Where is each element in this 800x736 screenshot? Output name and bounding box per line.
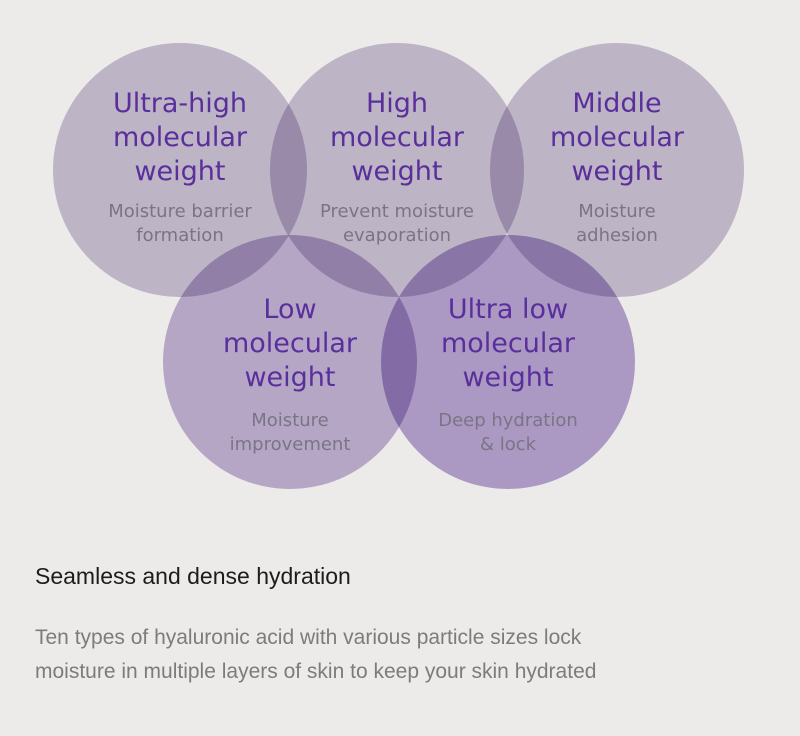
circle-description-line: Prevent moisture — [320, 201, 474, 222]
circle-title-line: Ultra low — [448, 294, 568, 325]
section-heading: Seamless and dense hydration — [35, 563, 351, 589]
circle-description-line: evaporation — [343, 225, 451, 246]
circle-title-line: Ultra-high — [113, 88, 247, 119]
circle-title-line: molecular — [330, 122, 465, 153]
circle-description-line: improvement — [230, 434, 351, 455]
circle-description-ultra-low: Deep hydration & lock — [438, 410, 578, 455]
circle-title-line: weight — [462, 362, 553, 393]
circle-title-line: weight — [351, 156, 442, 187]
circle-title-line: molecular — [113, 122, 248, 153]
circle-title-line: molecular — [550, 122, 685, 153]
circle-description-line: Moisture barrier — [108, 201, 252, 222]
circle-middle — [490, 43, 744, 297]
circle-description-middle: Moisture adhesion — [576, 201, 658, 246]
circle-layer — [53, 43, 744, 489]
description-line-2: moisture in multiple layers of skin to k… — [35, 659, 597, 683]
description-line-1: Ten types of hyaluronic acid with variou… — [35, 626, 582, 649]
circle-description-line: Moisture — [251, 410, 328, 431]
section-description: Ten types of hyaluronic acid with variou… — [35, 621, 775, 688]
circle-title-line: Middle — [572, 88, 661, 119]
circle-description-ultra-high: Moisture barrier formation — [108, 201, 252, 246]
circle-title-line: molecular — [223, 328, 358, 359]
circle-description-high: Prevent moisture evaporation — [320, 201, 474, 246]
circle-description-line: Deep hydration — [438, 410, 578, 431]
circle-ultra-high — [53, 43, 307, 297]
circle-title-line: molecular — [441, 328, 576, 359]
circle-title-line: Low — [263, 294, 316, 325]
circle-low — [163, 235, 417, 489]
circle-ultra-low — [381, 235, 635, 489]
circle-description-line: & lock — [480, 434, 537, 455]
circle-description-line: formation — [136, 225, 223, 246]
circle-title-line: weight — [134, 156, 225, 187]
circle-title-line: weight — [571, 156, 662, 187]
circle-title-line: High — [366, 88, 428, 119]
circle-description-line: Moisture — [578, 201, 655, 222]
circle-description-low: Moisture improvement — [230, 410, 351, 455]
circle-high — [270, 43, 524, 297]
circle-title-line: weight — [244, 362, 335, 393]
circle-description-line: adhesion — [576, 225, 658, 246]
